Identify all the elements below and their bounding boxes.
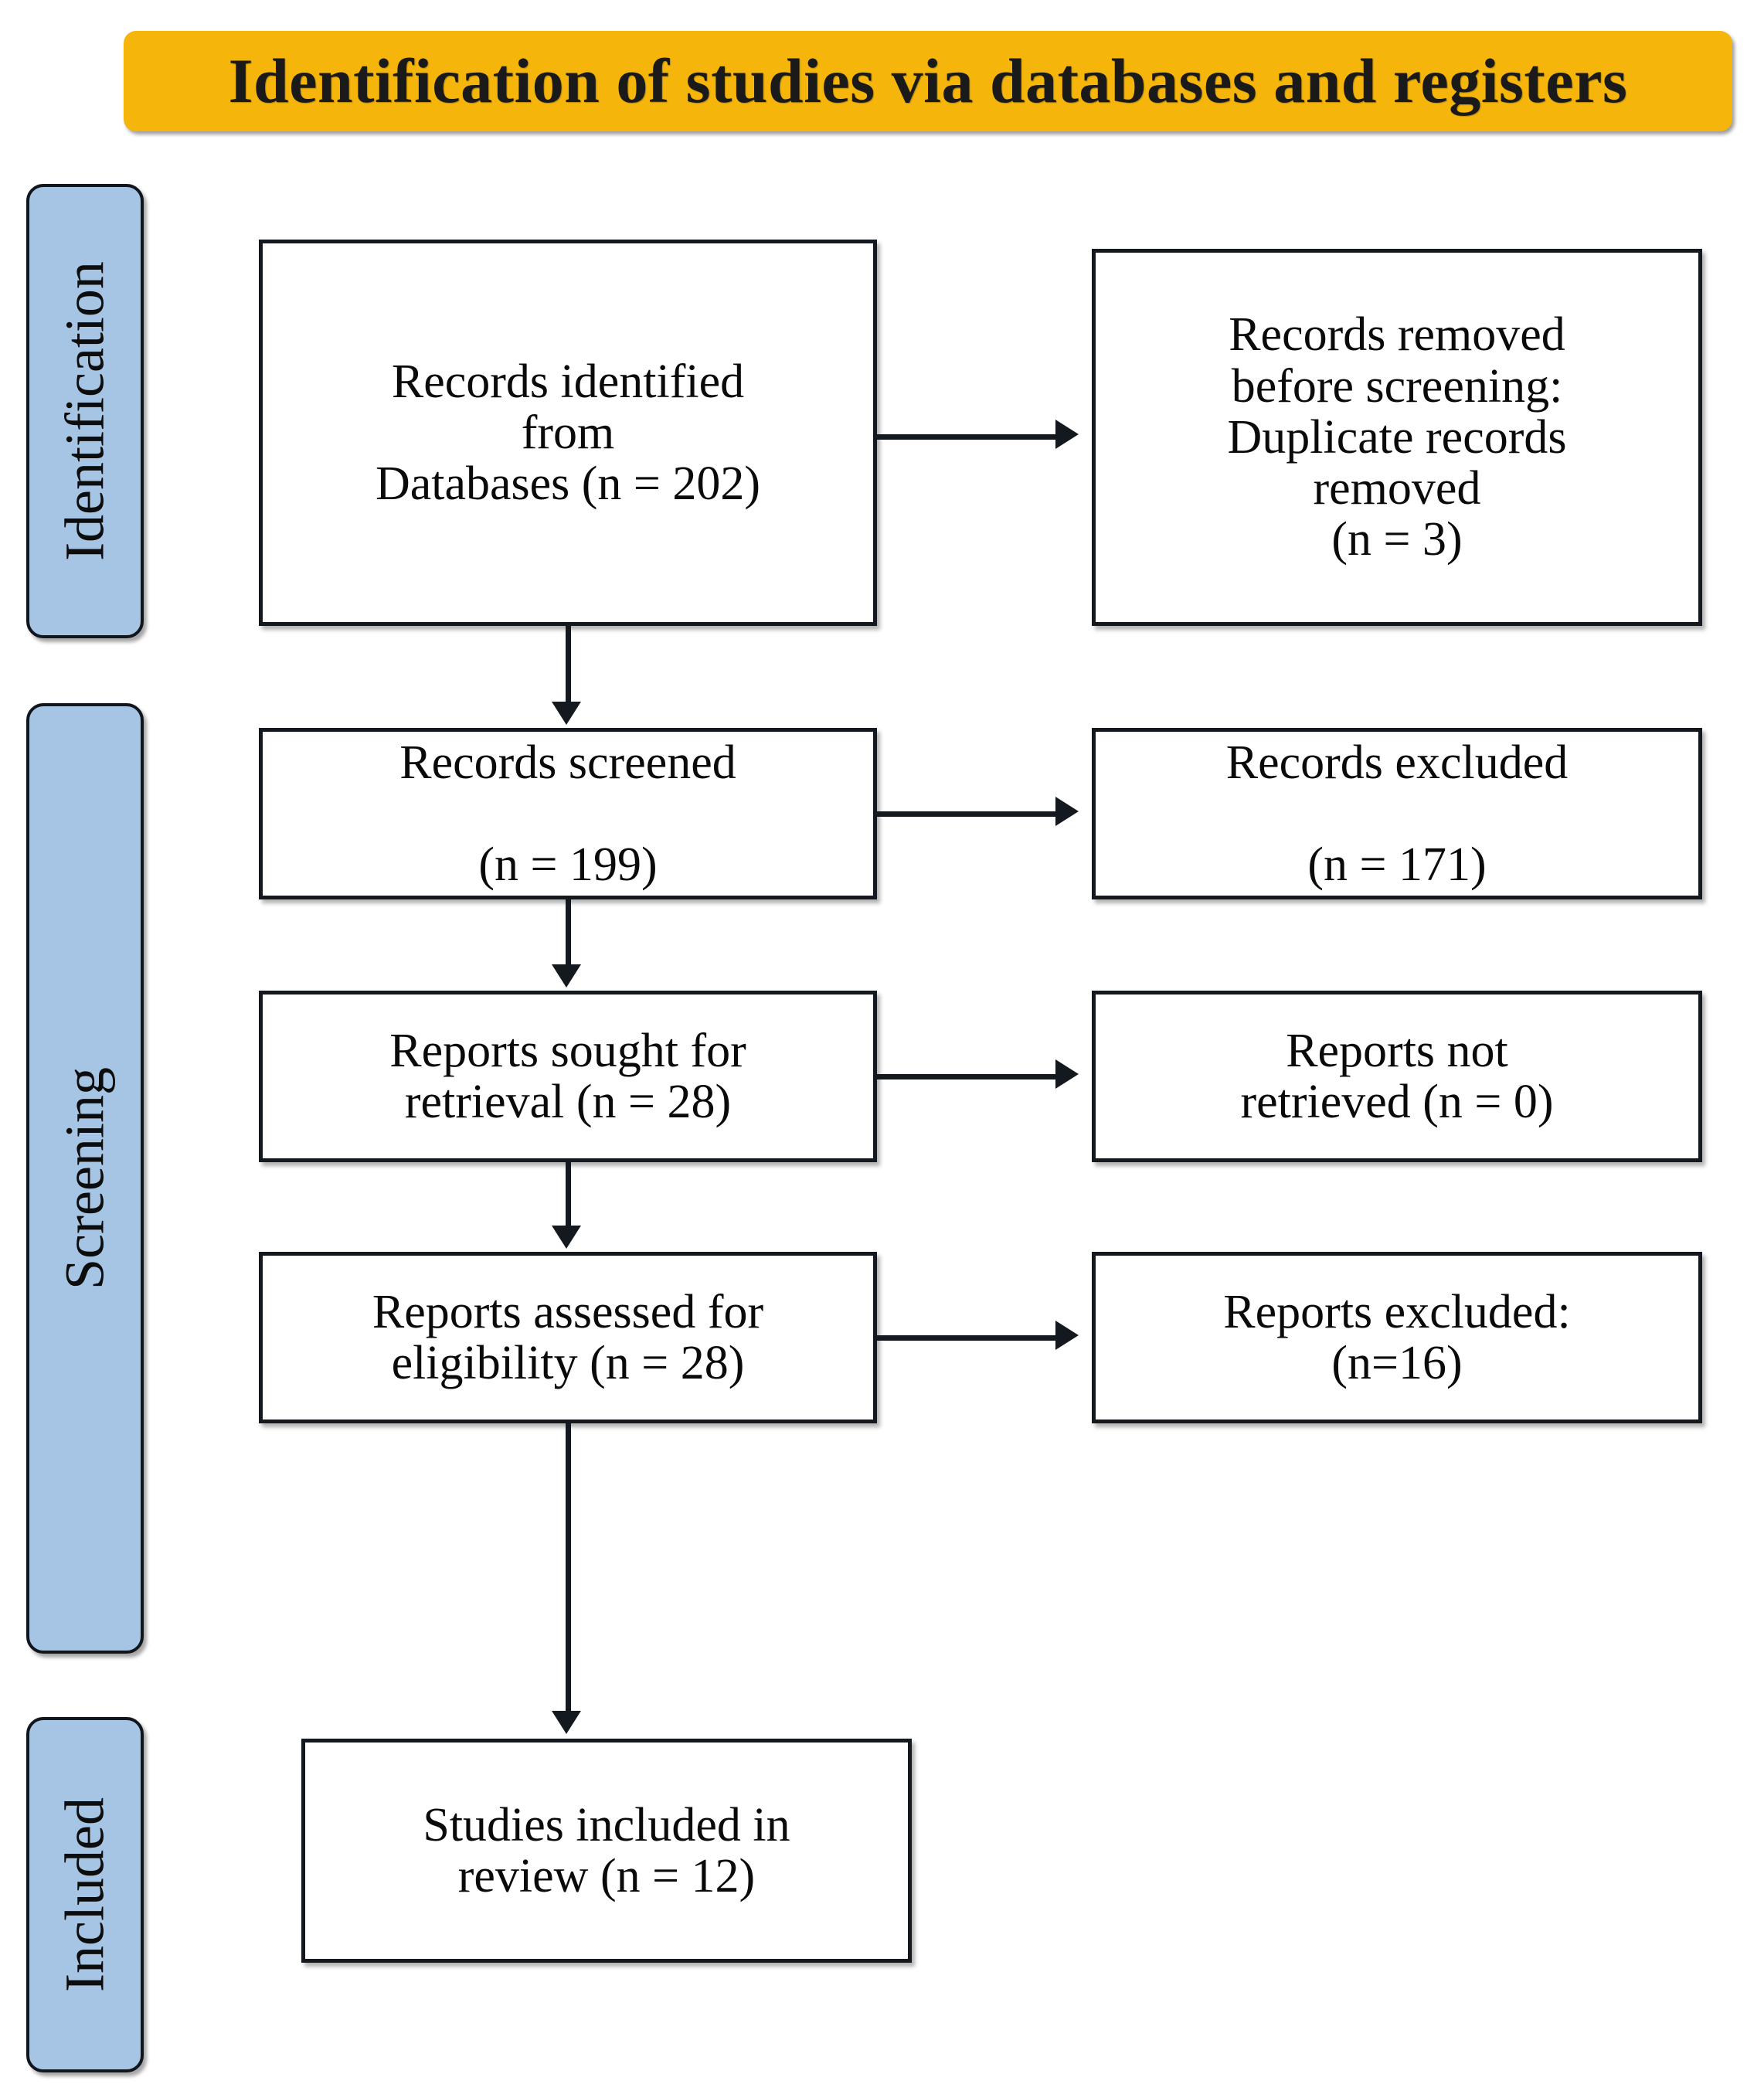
- box-reports-sought-for-retrieval: Reports sought for retrieval (n = 28): [259, 991, 877, 1162]
- box-records-identified-text: Records identified from Databases (n = 2…: [375, 355, 761, 511]
- arrow-down-icon: [552, 964, 581, 988]
- box-reports-excluded-text: Reports excluded: (n=16): [1223, 1285, 1571, 1389]
- box-records-excluded-text: Records excluded (n = 171): [1225, 736, 1569, 892]
- arrow-right-icon: [1055, 797, 1079, 826]
- connector-screened-to-sought: [566, 899, 571, 967]
- connector-identified-to-screened: [566, 626, 571, 705]
- box-records-excluded: Records excluded (n = 171): [1092, 728, 1702, 899]
- box-records-screened: Records screened (n = 199): [259, 728, 877, 899]
- stage-band-included-label: Included: [53, 1797, 116, 1992]
- box-records-screened-text: Records screened (n = 199): [399, 736, 736, 892]
- connector-screened-to-excluded: [877, 811, 1061, 817]
- box-records-removed-text: Records removed before screening: Duplic…: [1227, 308, 1567, 566]
- box-reports-assessed-text: Reports assessed for eligibility (n = 28…: [372, 1285, 764, 1389]
- connector-assessed-to-reports-excluded: [877, 1335, 1061, 1341]
- box-reports-assessed-for-eligibility: Reports assessed for eligibility (n = 28…: [259, 1252, 877, 1423]
- connector-assessed-to-included: [566, 1423, 571, 1715]
- arrow-down-icon: [552, 1711, 581, 1734]
- connector-sought-to-not-retrieved: [877, 1074, 1061, 1080]
- stage-band-included: Included: [26, 1717, 144, 2072]
- box-records-removed-before-screening: Records removed before screening: Duplic…: [1092, 249, 1702, 626]
- box-reports-not-retrieved-text: Reports not retrieved (n = 0): [1240, 1024, 1554, 1128]
- arrow-down-icon: [552, 1226, 581, 1249]
- stage-band-identification-label: Identification: [53, 261, 116, 561]
- arrow-down-icon: [552, 702, 581, 725]
- stage-band-screening-label: Screening: [53, 1067, 116, 1290]
- box-reports-excluded: Reports excluded: (n=16): [1092, 1252, 1702, 1423]
- box-reports-not-retrieved: Reports not retrieved (n = 0): [1092, 991, 1702, 1162]
- arrow-right-icon: [1055, 1059, 1079, 1089]
- stage-band-screening: Screening: [26, 703, 144, 1654]
- stage-band-identification: Identification: [26, 184, 144, 638]
- box-records-identified: Records identified from Databases (n = 2…: [259, 240, 877, 626]
- connector-identified-to-removed: [877, 434, 1061, 440]
- diagram-title-banner: Identification of studies via databases …: [124, 31, 1732, 131]
- box-studies-included-in-review: Studies included in review (n = 12): [301, 1739, 912, 1963]
- box-reports-sought-text: Reports sought for retrieval (n = 28): [389, 1024, 746, 1128]
- diagram-title: Identification of studies via databases …: [228, 46, 1628, 116]
- arrow-right-icon: [1055, 1321, 1079, 1350]
- box-studies-included-text: Studies included in review (n = 12): [423, 1798, 790, 1902]
- connector-sought-to-assessed: [566, 1162, 571, 1230]
- arrow-right-icon: [1055, 420, 1079, 449]
